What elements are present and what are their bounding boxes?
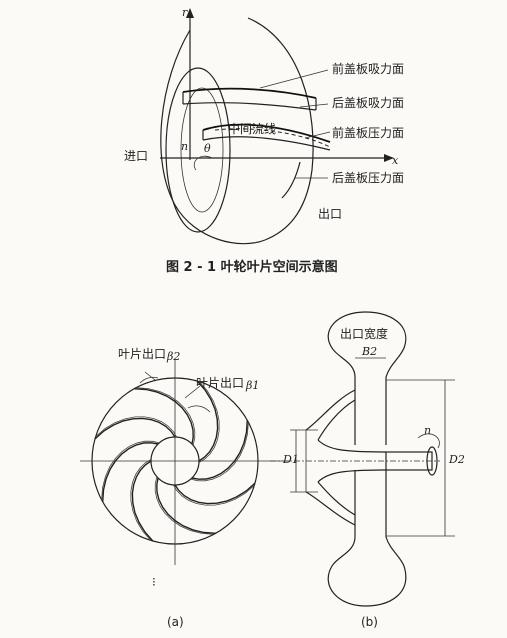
sublabel-b: (b) [361, 615, 378, 629]
impeller-blade-back-edge [95, 416, 178, 438]
beta1-angle-arc [187, 405, 211, 413]
label-blade-outlet-b2: 叶片出口 [118, 347, 166, 361]
beta1-leader [184, 385, 201, 399]
label-back-suction: 后盖板吸力面 [332, 96, 404, 110]
mid-streamline-dashed [214, 128, 331, 148]
lower-front-shroud-inner [317, 481, 356, 516]
label-inlet: 进口 [124, 149, 148, 163]
lower-front-shroud-curve [305, 491, 356, 526]
label-B2: B2 [361, 345, 377, 358]
lower-bulb-outline [327, 536, 407, 607]
impeller-blade [94, 417, 176, 440]
r-axis-label: r [182, 6, 188, 19]
blade-front-lower-edge [182, 102, 317, 111]
impeller-blade-back-edge [136, 387, 196, 446]
impeller-blade [102, 442, 159, 502]
leader-back-suction [299, 103, 329, 108]
impeller-blade-back-edge [172, 484, 255, 506]
hub-outer-ellipse [165, 67, 231, 233]
impeller-blade [191, 420, 248, 480]
theta-label: θ [204, 142, 211, 155]
impeller-blade [134, 388, 194, 445]
sublabel-a: (a) [167, 615, 184, 629]
rotation-arc [193, 155, 213, 171]
label-outlet: 出口 [318, 207, 342, 221]
impeller-blade-back-edge [130, 458, 152, 541]
leader-front-suction [259, 69, 329, 89]
upper-bulb-outline [327, 311, 407, 378]
hub-inner-ellipse [180, 87, 224, 213]
impeller-blade [174, 482, 256, 505]
figure-1-impeller-space: r x n θ 前盖板吸力面 后盖板吸力面 中间流线 前盖板压力面 后盖板压力面… [124, 6, 404, 275]
lower-hub-curve [317, 469, 387, 483]
rotation-n-label-b: n [424, 424, 431, 437]
figure-2b-impeller-section: n D1 D2 B2 出口宽度 (b) [270, 311, 465, 629]
blade-back-lower-edge [202, 136, 331, 151]
stray-mark: ⁝ [152, 575, 156, 589]
r-axis-arrow [186, 8, 194, 18]
impeller-blade [196, 380, 219, 462]
label-back-pressure: 后盖板压力面 [332, 171, 404, 185]
figure-2a-impeller-front-view: 叶片出口 β2 叶片出口 β1 ⁝ (a) [80, 347, 290, 629]
beta2-tangent-line [144, 371, 156, 381]
label-front-pressure: 前盖板压力面 [332, 125, 404, 140]
impeller-blade-back-edge [154, 476, 214, 535]
impeller-blade-back-edge [198, 381, 220, 464]
upper-hub-curve [317, 439, 387, 453]
impeller-blades-group [94, 380, 256, 542]
x-axis-arrow [384, 154, 394, 162]
upper-front-shroud-curve [305, 389, 356, 431]
label-beta2: β2 [166, 350, 180, 363]
label-D1: D1 [282, 453, 299, 466]
label-D2: D2 [448, 453, 465, 466]
impeller-blade-back-edge [101, 440, 160, 500]
blade-back-edge [202, 123, 331, 143]
x-axis-label: x [392, 154, 399, 167]
blade-front-suction-edge [182, 87, 317, 99]
label-front-suction: 前盖板吸力面 [332, 61, 404, 76]
label-outlet-width: 出口宽度 [340, 326, 388, 341]
upper-front-shroud-inner [317, 399, 356, 441]
impeller-blade-back-edge [190, 422, 249, 482]
label-mid-streamline: 中间流线 [228, 121, 276, 136]
leader-front-pressure [304, 131, 331, 139]
rotation-arrow-arc [417, 433, 440, 449]
outer-shroud-curve [247, 17, 314, 241]
label-beta1: β1 [245, 379, 259, 392]
rotation-n-label: n [181, 140, 188, 153]
impeller-blade [156, 477, 216, 534]
blade-back-pressure-curve [281, 161, 301, 199]
figure-1-caption: 图 2 - 1 叶轮叶片空间示意图 [166, 259, 338, 275]
beta2-angle-arc [139, 376, 159, 384]
impeller-blade [131, 460, 154, 542]
label-blade-outlet-b1: 叶片出口 [196, 376, 244, 390]
